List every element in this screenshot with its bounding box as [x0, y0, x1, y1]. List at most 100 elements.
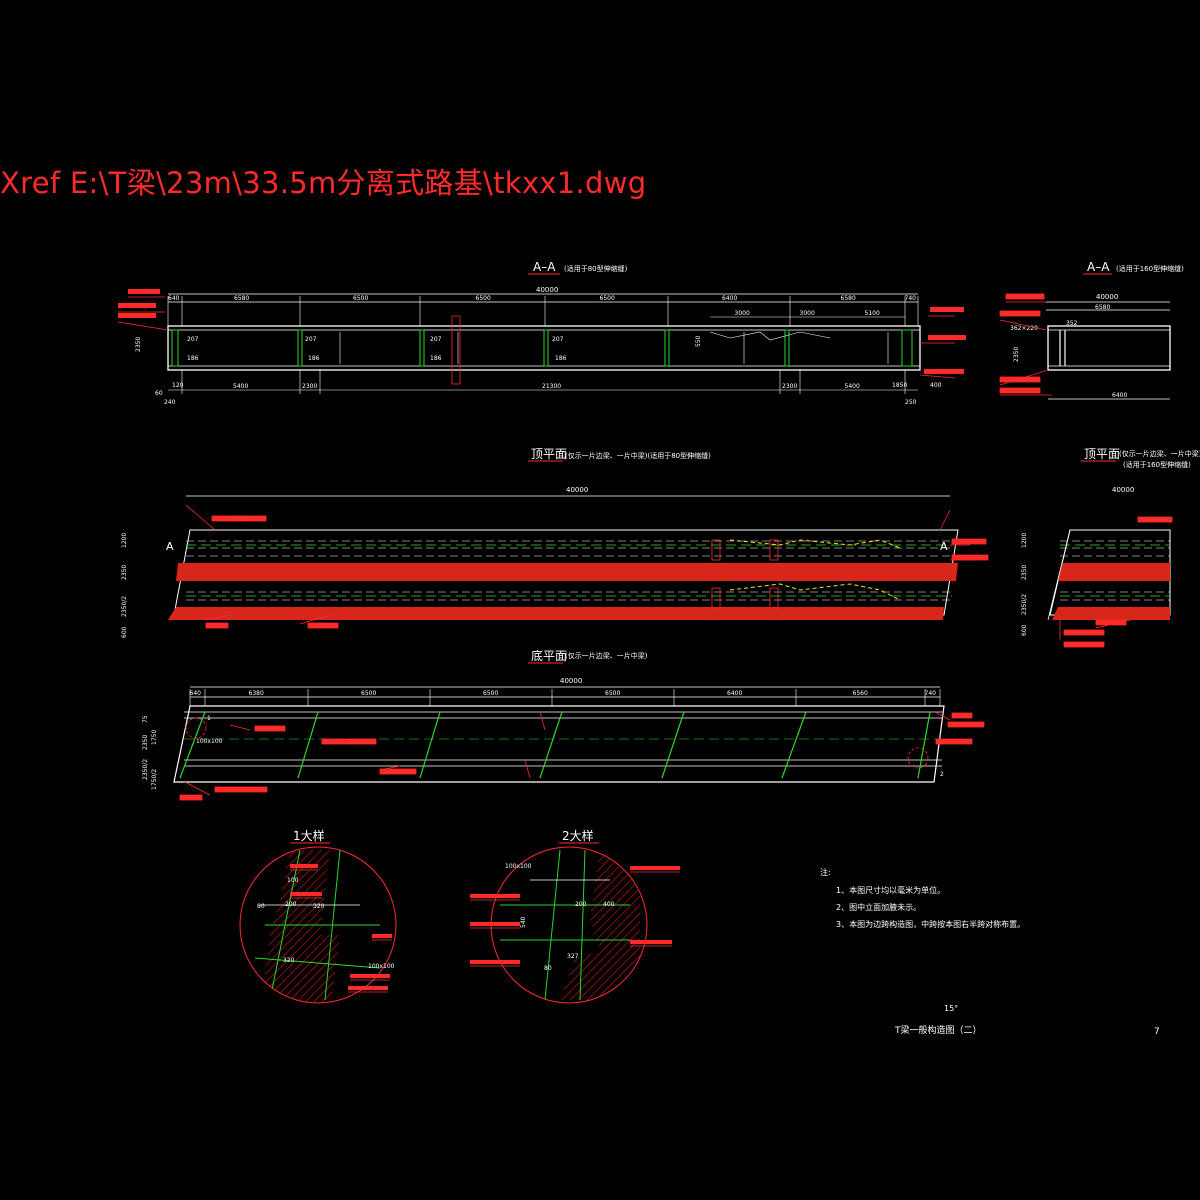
leader-line — [919, 374, 956, 379]
top-side-dim-a: 1200 — [1021, 533, 1028, 548]
note-item-2: 2、图中立面加腋未示。 — [836, 902, 921, 912]
detail-1-dim-e: 320 — [283, 957, 295, 964]
detail-1-dim-a: 100 — [287, 877, 299, 884]
web-mark — [901, 329, 913, 367]
leader-label-mark — [1063, 641, 1105, 648]
aa-dim-207-b: 207 — [305, 336, 317, 343]
anchor-mark — [769, 587, 779, 609]
aa-sub-dim: 3000 — [800, 310, 815, 317]
leader-label-mark — [179, 794, 203, 801]
aa-top-dim: 6500 — [476, 295, 491, 302]
top-plan-marker-right: A — [940, 540, 948, 553]
page-number: 7 — [1154, 1027, 1160, 1037]
aa-side-dim-b: 362×220 — [1010, 325, 1038, 332]
drawing-title: T梁一般构造图（二） — [894, 1024, 982, 1036]
aa-bottom-dim: 2300 — [302, 383, 317, 390]
aa-side-dim-a: 6580 — [1095, 304, 1110, 311]
top-plan-total: 40000 — [566, 486, 588, 494]
leader-label-mark — [470, 922, 520, 926]
title-angle: 15° — [944, 1004, 958, 1013]
top-left-dim-a: 1200 — [121, 533, 128, 548]
anchor-mark — [711, 539, 721, 561]
leader-line — [184, 781, 211, 796]
aa-dim-207-c: 207 — [430, 336, 442, 343]
aa-top-dim: 740 — [905, 295, 917, 302]
bottom-top-dim: 6380 — [249, 690, 264, 697]
web-mark — [419, 329, 425, 367]
detail-2-view: 2大样 100x100 400 540 327 200 80 — [470, 828, 680, 1004]
leader-label-mark — [999, 387, 1041, 394]
notes-block: 注: 1、本图尺寸均以毫米为单位。 2、图中立面加腋未示。 3、本图为边跨构造图… — [820, 867, 1025, 929]
aa-dim-207-d: 207 — [552, 336, 564, 343]
aa-top-dim: 640 — [168, 295, 180, 302]
leader-label-mark — [935, 738, 973, 745]
bottom-left-dim-d: 2350/2 — [142, 759, 149, 780]
detail-2-dim-b: 540 — [520, 916, 527, 928]
aa-top-dim: 6580 — [234, 295, 249, 302]
aa-main-note: (适用于80型伸缩缝) — [564, 264, 628, 273]
section-cut-mark — [451, 315, 461, 385]
leader-label-mark — [951, 554, 989, 561]
top-side-dim-c: 2350/2 — [1021, 594, 1028, 615]
aa-bottom-dim: 21300 — [542, 383, 561, 390]
leader-label-mark — [128, 289, 160, 294]
leader-label-mark — [118, 303, 156, 308]
web-mark — [664, 329, 670, 367]
detail-1-title: 1大样 — [293, 828, 325, 843]
leader-label-mark — [470, 960, 520, 964]
leader-label-mark — [470, 894, 520, 898]
top-side-note-2: (适用于160型伸缩缝) — [1123, 460, 1191, 469]
leader-label-mark — [290, 864, 318, 868]
leader-label-mark — [999, 376, 1041, 383]
bottom-top-dim: 740 — [925, 690, 937, 697]
detail-2-dim-e: 80 — [544, 965, 552, 972]
bottom-chamfer-dim: 100x100 — [196, 738, 223, 745]
bottom-detail-2-label: 2 — [940, 771, 944, 778]
top-plan-marker-left: A — [166, 540, 174, 553]
anchor-mark — [711, 587, 721, 609]
top-left-dim-c: 2350/2 — [121, 596, 128, 617]
leader-label-mark — [350, 974, 390, 978]
leader-label-mark — [321, 738, 377, 745]
detail-1-dim-d: 320 — [313, 903, 325, 910]
leader-label-mark — [1063, 629, 1105, 636]
aa-bottom-dim: 5400 — [233, 383, 248, 390]
aa-right-dim-c: 250 — [905, 399, 917, 406]
leader-label-mark — [254, 725, 286, 732]
bottom-top-dim: 6500 — [483, 690, 498, 697]
top-plan-view: 顶平面 (仅示一片边梁、一片中梁)(适用于80型伸缩缝) 40000 A A 1… — [121, 447, 989, 638]
diaphragm-mark — [297, 711, 319, 779]
leader-label-mark — [951, 538, 987, 545]
leader-label-mark — [235, 515, 267, 522]
leader-line — [117, 321, 169, 331]
aa-sub-dim: 5100 — [865, 310, 880, 317]
aa-top-dim: 6500 — [600, 295, 615, 302]
anchor-mark — [769, 539, 779, 561]
top-side-dim-b: 2350 — [1021, 565, 1028, 580]
detail-2-dim-d: 200 — [575, 901, 587, 908]
aa-main-height: 2350 — [135, 337, 142, 352]
web-mark — [543, 329, 549, 367]
detail-2-dim-a: 400 — [603, 901, 615, 908]
leader-label-mark — [307, 622, 339, 629]
aa-bottom-dim: 2300 — [782, 383, 797, 390]
end-line — [1047, 529, 1071, 621]
leader-label-mark — [1137, 516, 1173, 523]
aa-main-total: 40000 — [536, 286, 558, 294]
diaphragm-mark — [781, 711, 807, 779]
leader-label-mark — [118, 313, 156, 318]
bottom-plan-title: 底平面 — [531, 648, 567, 663]
leader-line — [939, 509, 951, 531]
leader-line — [204, 614, 231, 621]
section-mark — [539, 711, 546, 731]
title-block: 15° T梁一般构造图（二） 7 — [894, 1004, 1160, 1037]
detail-1-dim-b: 80 — [257, 903, 265, 910]
note-item-3: 3、本图为边跨构造图，中跨按本图右半跨对称布置。 — [836, 919, 1025, 929]
aa-top-dim: 6400 — [722, 295, 737, 302]
top-plan-note: (仅示一片边梁、一片中梁)(适用于80型伸缩缝) — [565, 451, 711, 460]
top-plan-title: 顶平面 — [531, 447, 567, 461]
leader-label-mark — [1005, 293, 1045, 300]
leader-line — [229, 724, 251, 731]
